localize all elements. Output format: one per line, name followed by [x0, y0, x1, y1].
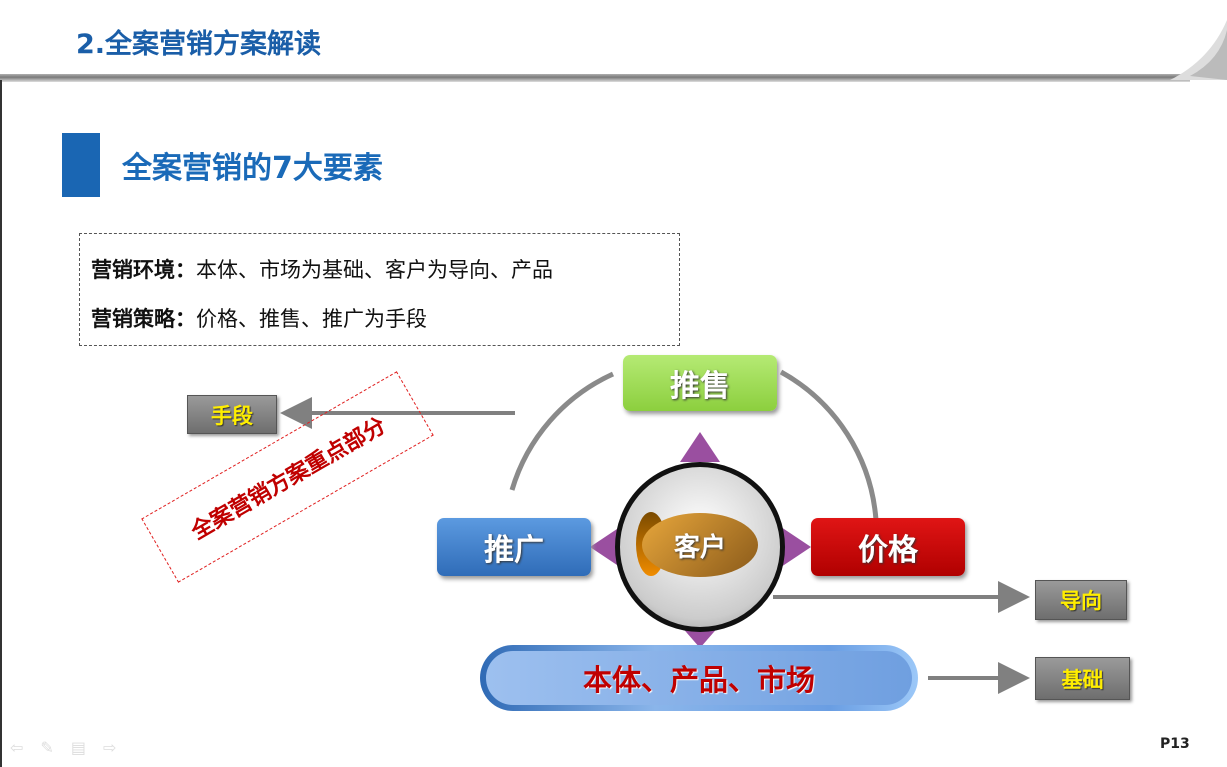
info-box: 营销环境：本体、市场为基础、客户为导向、产品 营销策略：价格、推售、推广为手段	[79, 233, 680, 346]
slide-title: 2.全案营销方案解读	[76, 29, 322, 60]
menu-icon[interactable]: ▤	[70, 738, 86, 757]
page-number: P13	[1160, 736, 1190, 752]
customer-label: 客户	[642, 513, 758, 577]
base-bar: 本体、产品、市场	[480, 645, 918, 711]
promo-sales-box: 推售	[623, 355, 777, 411]
price-box: 价格	[811, 518, 965, 576]
next-arrow-icon[interactable]: ⇨	[102, 738, 117, 757]
info-line-environment: 营销环境：本体、市场为基础、客户为导向、产品	[91, 254, 553, 284]
page-curl-icon	[1170, 20, 1227, 80]
pen-icon[interactable]: ✎	[40, 738, 54, 757]
arc-left	[509, 371, 615, 491]
means-box: 手段	[187, 395, 277, 434]
section-heading: 全案营销的7大要素	[122, 151, 383, 186]
text: 本体、市场为基础、客户为导向、产品	[196, 258, 553, 282]
foundation-box: 基础	[1035, 657, 1130, 700]
left-border	[0, 80, 2, 767]
arc-right	[779, 369, 879, 521]
header-divider	[0, 74, 1190, 82]
slide-nav: ⇦ ✎ ▤ ⇨	[10, 738, 116, 757]
label: 营销策略：	[91, 307, 196, 331]
promotion-box: 推广	[437, 518, 591, 576]
heading-marker	[62, 133, 100, 197]
guide-box: 导向	[1035, 580, 1127, 620]
text: 价格、推售、推广为手段	[196, 307, 427, 331]
label: 营销环境：	[91, 258, 196, 282]
info-line-strategy: 营销策略：价格、推售、推广为手段	[91, 303, 427, 333]
base-label: 本体、产品、市场	[486, 651, 912, 705]
prev-arrow-icon[interactable]: ⇦	[10, 738, 24, 757]
